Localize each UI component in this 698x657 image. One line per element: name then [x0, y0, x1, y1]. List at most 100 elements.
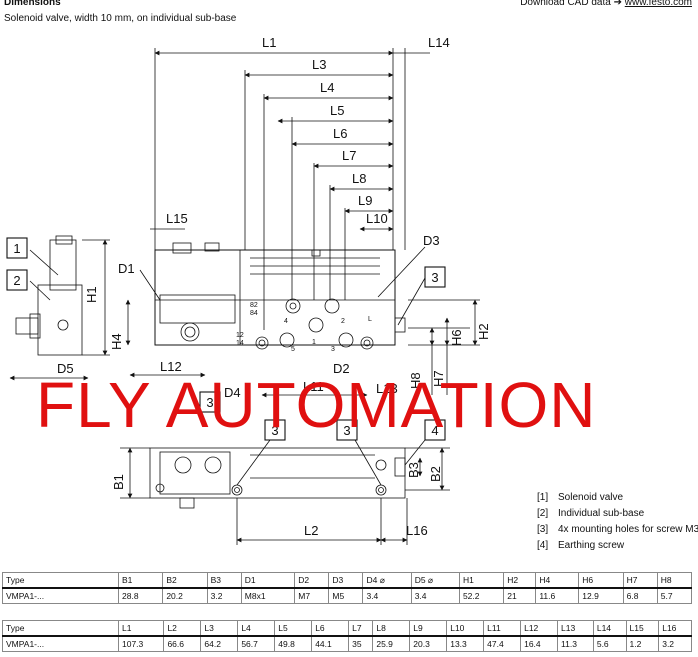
legend-item: [1] Solenoid valve [537, 490, 698, 506]
legend: [1]Solenoid valve [2]Individual sub-base… [537, 490, 698, 554]
dim-label: L13 [376, 381, 398, 396]
callout-number: 3 [343, 423, 350, 438]
table-header: L3 [200, 620, 239, 637]
table-header: D2 [294, 572, 330, 589]
table-header: L5 [274, 620, 313, 637]
dim-label: L11 [303, 379, 324, 394]
table-header: L11 [483, 620, 522, 637]
legend-item: [4] Earthing screw [537, 538, 698, 554]
table-header: L16 [658, 620, 692, 637]
table-cell: 20.3 [409, 635, 448, 652]
dim-label: L5 [330, 103, 344, 118]
port-labels: 82 84 12 14 4 2 5 1 3 L [236, 302, 372, 353]
table-cell: 3.4 [410, 587, 460, 604]
table-header: D4 ⌀ [362, 572, 412, 589]
table-header: D3 [328, 572, 364, 589]
table-cell: 3.2 [658, 635, 692, 652]
table-cell: 5.6 [592, 635, 627, 652]
callout-number: 3 [271, 423, 278, 438]
table-header: L7 [348, 620, 374, 637]
table-cell: 44.1 [311, 635, 350, 652]
dim-label: L7 [342, 148, 356, 163]
dim-label: L15 [166, 211, 188, 226]
dim-label: L4 [320, 80, 334, 95]
table-header: L14 [592, 620, 627, 637]
dim-label: H6 [449, 329, 464, 346]
table-cell: 3.4 [362, 587, 412, 604]
dimension-lines [6, 48, 480, 545]
table-header: L13 [557, 620, 594, 637]
table-header: H1 [458, 572, 505, 589]
table-header: L9 [409, 620, 448, 637]
callout-numbers: 1 2 3 3 3 3 4 [13, 241, 438, 438]
table-header: H8 [656, 572, 693, 589]
dim-label: H2 [476, 323, 491, 340]
dim-label: D4 [224, 385, 241, 400]
port-label: 4 [284, 318, 288, 325]
dim-label: B2 [428, 466, 443, 482]
legend-item: [3] 4x mounting holes for screw M3 [537, 522, 698, 538]
dim-label: L14 [428, 35, 450, 50]
table-header: B3 [206, 572, 242, 589]
port-label: 5 [291, 346, 295, 353]
dim-label: L16 [406, 523, 428, 538]
table-cell: 56.7 [237, 635, 276, 652]
dim-label: D2 [333, 361, 350, 376]
table-header: H7 [622, 572, 658, 589]
table-cell: 107.3 [117, 635, 165, 652]
table-cell: VMPA1-... [2, 635, 119, 652]
legend-text: Earthing screw [558, 540, 625, 551]
callout-number: 3 [206, 395, 213, 410]
watermark: FLY AUTOMATION [36, 369, 597, 441]
dimension-table-2: Type L1 L2 L3 L4 L5 L6 L7 L8 L9 L10 L11 … [2, 620, 692, 652]
table-header: H6 [578, 572, 624, 589]
table-header: B2 [162, 572, 208, 589]
table-header: L6 [311, 620, 350, 637]
port-label: 2 [341, 318, 345, 325]
table-cell: M5 [328, 587, 364, 604]
port-label: L [368, 316, 372, 323]
table-cell: 35 [348, 635, 374, 652]
legend-number: [3] [537, 524, 549, 535]
table-header: L1 [117, 620, 165, 637]
table-cell: VMPA1-... [2, 587, 119, 604]
dim-label: H7 [431, 370, 446, 387]
table-cell: 1.2 [625, 635, 660, 652]
section-subtitle: Solenoid valve, width 10 mm, on individu… [4, 13, 237, 24]
callout-number: 1 [13, 241, 20, 256]
port-label: 1 [312, 339, 316, 346]
table-header: Type [2, 572, 119, 589]
callout-number: 4 [431, 423, 438, 438]
port-label: 84 [250, 310, 258, 317]
table-cell: 66.6 [163, 635, 202, 652]
dim-label: D3 [423, 233, 440, 248]
dim-label: H8 [408, 372, 423, 389]
table-cell: 28.8 [117, 587, 164, 604]
dim-label: D1 [118, 261, 135, 276]
table-header: H4 [535, 572, 580, 589]
table-cell: 3.2 [206, 587, 242, 604]
port-label: 3 [331, 346, 335, 353]
dim-label: H4 [109, 333, 124, 350]
dimension-table-1: Type B1 B2 B3 D1 D2 D3 D4 ⌀ D5 ⌀ H1 H2 H… [2, 572, 693, 604]
section-title: Dimensions [4, 0, 61, 8]
table-header: L10 [446, 620, 485, 637]
arrow-right-icon: ➔ [613, 0, 622, 8]
callout-number: 2 [13, 273, 20, 288]
table-header: D5 ⌀ [410, 572, 460, 589]
table-header: L15 [625, 620, 660, 637]
port-label: 12 [236, 332, 244, 339]
legend-number: [4] [537, 540, 549, 551]
legend-text: 4x mounting holes for screw M3 [558, 524, 698, 535]
legend-text: Solenoid valve [558, 492, 624, 503]
dim-label: L8 [352, 171, 366, 186]
legend-number: [1] [537, 492, 549, 503]
dim-label: L12 [160, 359, 182, 374]
table-cell: 12.9 [578, 587, 624, 604]
dim-label: D5 [57, 361, 74, 376]
dim-label: L3 [312, 57, 326, 72]
cad-link[interactable]: www.festo.com [624, 0, 692, 8]
table-cell: 49.8 [274, 635, 313, 652]
port-label: 82 [250, 302, 258, 309]
cad-download: Download CAD data ➔ www.festo.com [520, 0, 692, 8]
